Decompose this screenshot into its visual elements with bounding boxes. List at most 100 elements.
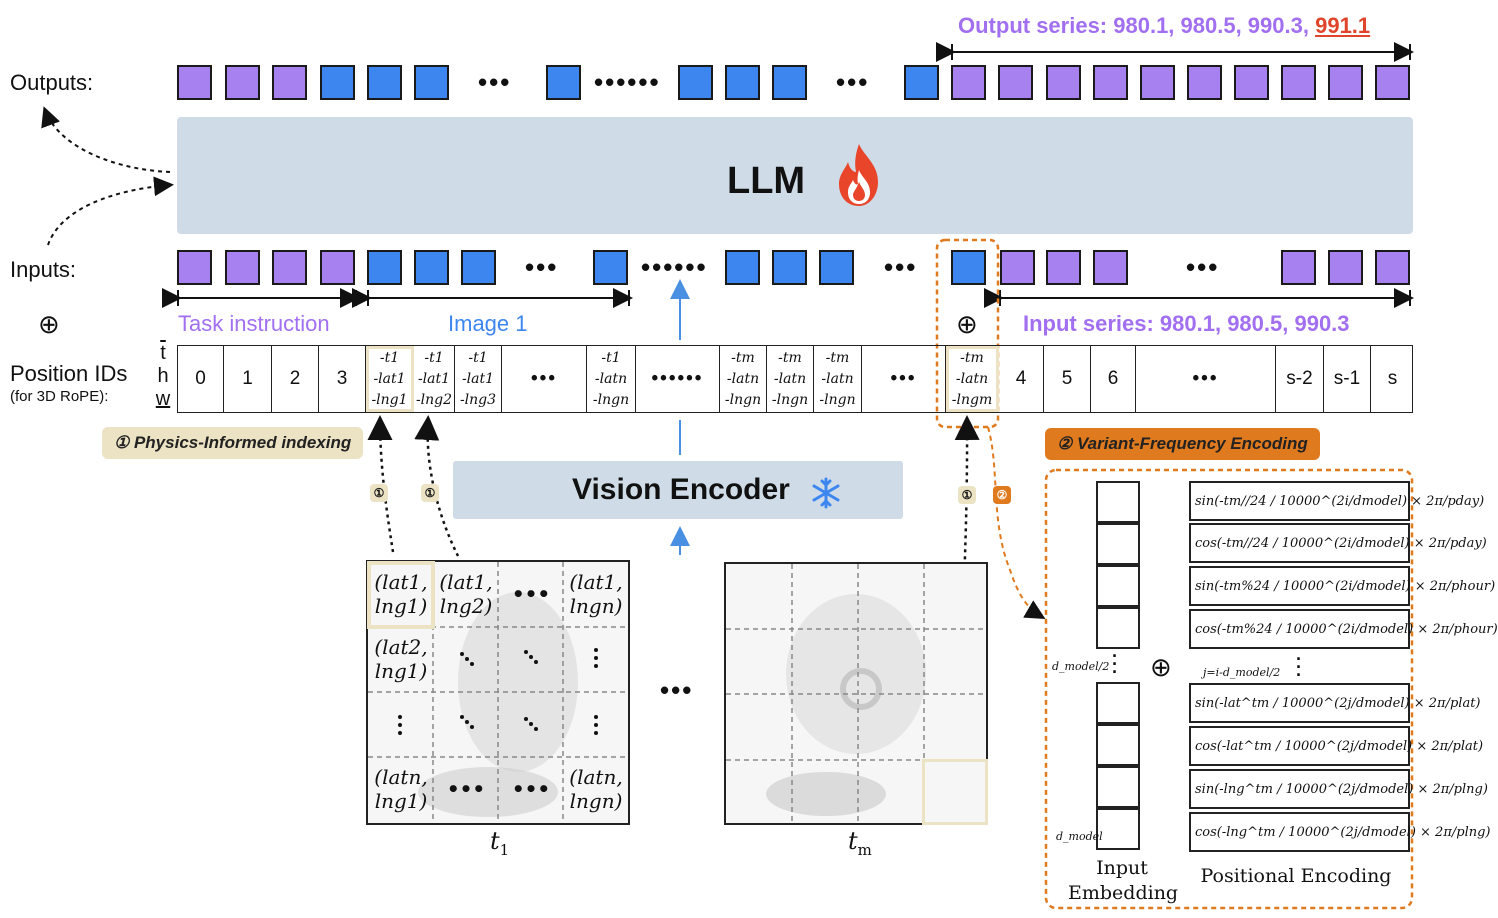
- input-token: [1281, 250, 1316, 285]
- embedding-cell: [1096, 565, 1140, 607]
- positional-encoding-label: Positional Encoding: [1200, 865, 1392, 887]
- pos-id-cell: s-1: [1324, 346, 1371, 412]
- image1-label: Image 1: [448, 311, 528, 336]
- pos-lng: -lngn: [771, 391, 809, 408]
- pos-lat: -latn: [821, 370, 854, 387]
- pos-lng: -lngn: [819, 391, 856, 408]
- pe-row: sin(-tm//24 / 10000^(2i/dmodel) × 2π/pda…: [1189, 481, 1484, 521]
- llm-block: [177, 117, 1413, 234]
- time-label-tm: tm: [848, 827, 872, 859]
- grid-tm-highlight-cell: [922, 759, 988, 825]
- pos-id-image-cell: -t1 -latn -lngn: [587, 346, 636, 412]
- output-token: [1328, 65, 1363, 100]
- snowflake-icon: [812, 477, 840, 509]
- pos-id-cell: 4: [999, 346, 1044, 412]
- pos-t: -tm: [960, 349, 984, 366]
- grid-t1-dots: [398, 648, 598, 735]
- input-ellipsis: •••: [525, 252, 559, 282]
- input-token: [461, 250, 496, 285]
- pos-id-cell: s: [1387, 368, 1398, 389]
- pos-id-image-cell: -tm -latn -lngn: [720, 346, 767, 412]
- output-token: [772, 65, 807, 100]
- output-token: [1093, 65, 1128, 100]
- input-token: [1328, 250, 1363, 285]
- output-token: [1140, 65, 1175, 100]
- axis-w: w: [155, 388, 171, 410]
- inputs-label: Inputs:: [10, 257, 77, 282]
- pos-ellipsis: •••: [1136, 346, 1276, 412]
- pos-id-image-cell: -tm -latn -lngn: [767, 346, 814, 412]
- badge-variant: ②: [993, 486, 1011, 504]
- pe-row: cos(-tm//24 / 10000^(2i/dmodel) × 2π/pda…: [1189, 523, 1487, 563]
- input-ellipsis-long: ••••••: [641, 252, 708, 282]
- time-tm-base: t: [848, 827, 858, 855]
- pos-id-image-cell: -t1 -lat1 -lng3: [455, 346, 502, 412]
- oplus-left: ⊕: [38, 309, 60, 339]
- pos-lat: -lat1: [461, 370, 495, 387]
- oplus-encoding: ⊕: [1150, 652, 1172, 682]
- input-token: [177, 250, 212, 285]
- time-tm-sub: m: [857, 840, 872, 859]
- pos-ellipsis: •••: [862, 346, 946, 412]
- position-ids-row: 0 1 2 3 -t1 -lat1 -lng1 -t1 -lat1 -lng2 …: [177, 345, 1413, 413]
- pe-row: cos(-tm%24 / 10000^(2i/dmodel) × 2π/phou…: [1189, 609, 1498, 649]
- output-token: [1046, 65, 1081, 100]
- embedding-cell: [1096, 607, 1140, 649]
- output-token: [998, 65, 1033, 100]
- output-token: [1281, 65, 1316, 100]
- j-index-label: j=i-d_model/2: [1203, 666, 1281, 679]
- pos-id-image-cell: -t1 -lat1 -lng1: [366, 346, 414, 412]
- input-embedding-label: Input Embedding: [1068, 857, 1179, 904]
- time-t1-sub: 1: [499, 840, 510, 859]
- embedding-cell: [1096, 724, 1140, 766]
- output-token: [951, 65, 986, 100]
- diagram-lines: [41, 42, 1414, 910]
- physics-informed-tag: ① Physics-Informed indexing: [102, 427, 364, 459]
- pos-t: -tm: [731, 349, 755, 366]
- dmodel-label: d_model: [1056, 830, 1103, 843]
- input-token: [272, 250, 307, 285]
- input-token: [367, 250, 402, 285]
- pe-row: cos(-lng^tm / 10000^(2j/dmodel) × 2π/pln…: [1189, 812, 1491, 852]
- pe-row: sin(-tm%24 / 10000^(2i/dmodel) × 2π/phou…: [1189, 566, 1495, 606]
- output-token: [904, 65, 939, 100]
- output-token: [225, 65, 260, 100]
- badge-physics: ①: [421, 484, 439, 502]
- outputs-label: Outputs:: [10, 70, 94, 95]
- input-token: [1375, 250, 1410, 285]
- vision-encoder-title: Vision Encoder: [572, 473, 790, 506]
- input-token: [225, 250, 260, 285]
- grid-cell-lat2-lng1: (lat2, lng1): [374, 635, 428, 683]
- pos-id-image-cell: -tm -latn -lngn: [814, 346, 862, 412]
- input-token: [725, 250, 760, 285]
- grid-cell-lat1-lng2: (lat1, lng2): [439, 570, 493, 618]
- vision-encoder-block: [453, 461, 903, 519]
- pos-ellipsis-long: ••••••: [636, 346, 720, 412]
- dmodel-half-label: d_model/2: [1052, 660, 1110, 673]
- pos-lng: -lngm: [951, 391, 993, 408]
- embedding-cell: [1096, 481, 1140, 523]
- pos-lat: -latn: [726, 370, 760, 387]
- output-token: [678, 65, 713, 100]
- input-token: [819, 250, 854, 285]
- grid-cell-lat1-lng1: (lat1, lng1): [374, 570, 428, 618]
- axis-labels: t h w: [154, 342, 172, 411]
- pos-lng: -lng2: [415, 391, 453, 408]
- grid-ellipsis: •••: [511, 777, 551, 801]
- output-series-label: Output series: 980.1, 980.5, 990.3, 991.…: [958, 13, 1370, 39]
- embedding-cell: [1096, 523, 1140, 565]
- pos-lat: -latn: [955, 370, 989, 387]
- time-t1-base: t: [490, 827, 500, 855]
- output-ellipsis: •••: [836, 67, 870, 97]
- grid-cell-latn-lng1: (latn, lng1): [374, 765, 428, 813]
- position-ids-label: Position IDs: [10, 361, 128, 386]
- task-instruction-label: Task instruction: [178, 311, 330, 336]
- oplus-middle: ⊕: [956, 309, 978, 339]
- output-token: [1375, 65, 1410, 100]
- pos-t: -t1: [601, 349, 621, 366]
- pos-id-cell: 5: [1044, 346, 1091, 412]
- position-ids-sublabel: (for 3D RoPE):: [10, 388, 109, 405]
- pos-t: -tm: [778, 349, 802, 366]
- pos-t: -t1: [424, 349, 444, 366]
- input-token: [320, 250, 355, 285]
